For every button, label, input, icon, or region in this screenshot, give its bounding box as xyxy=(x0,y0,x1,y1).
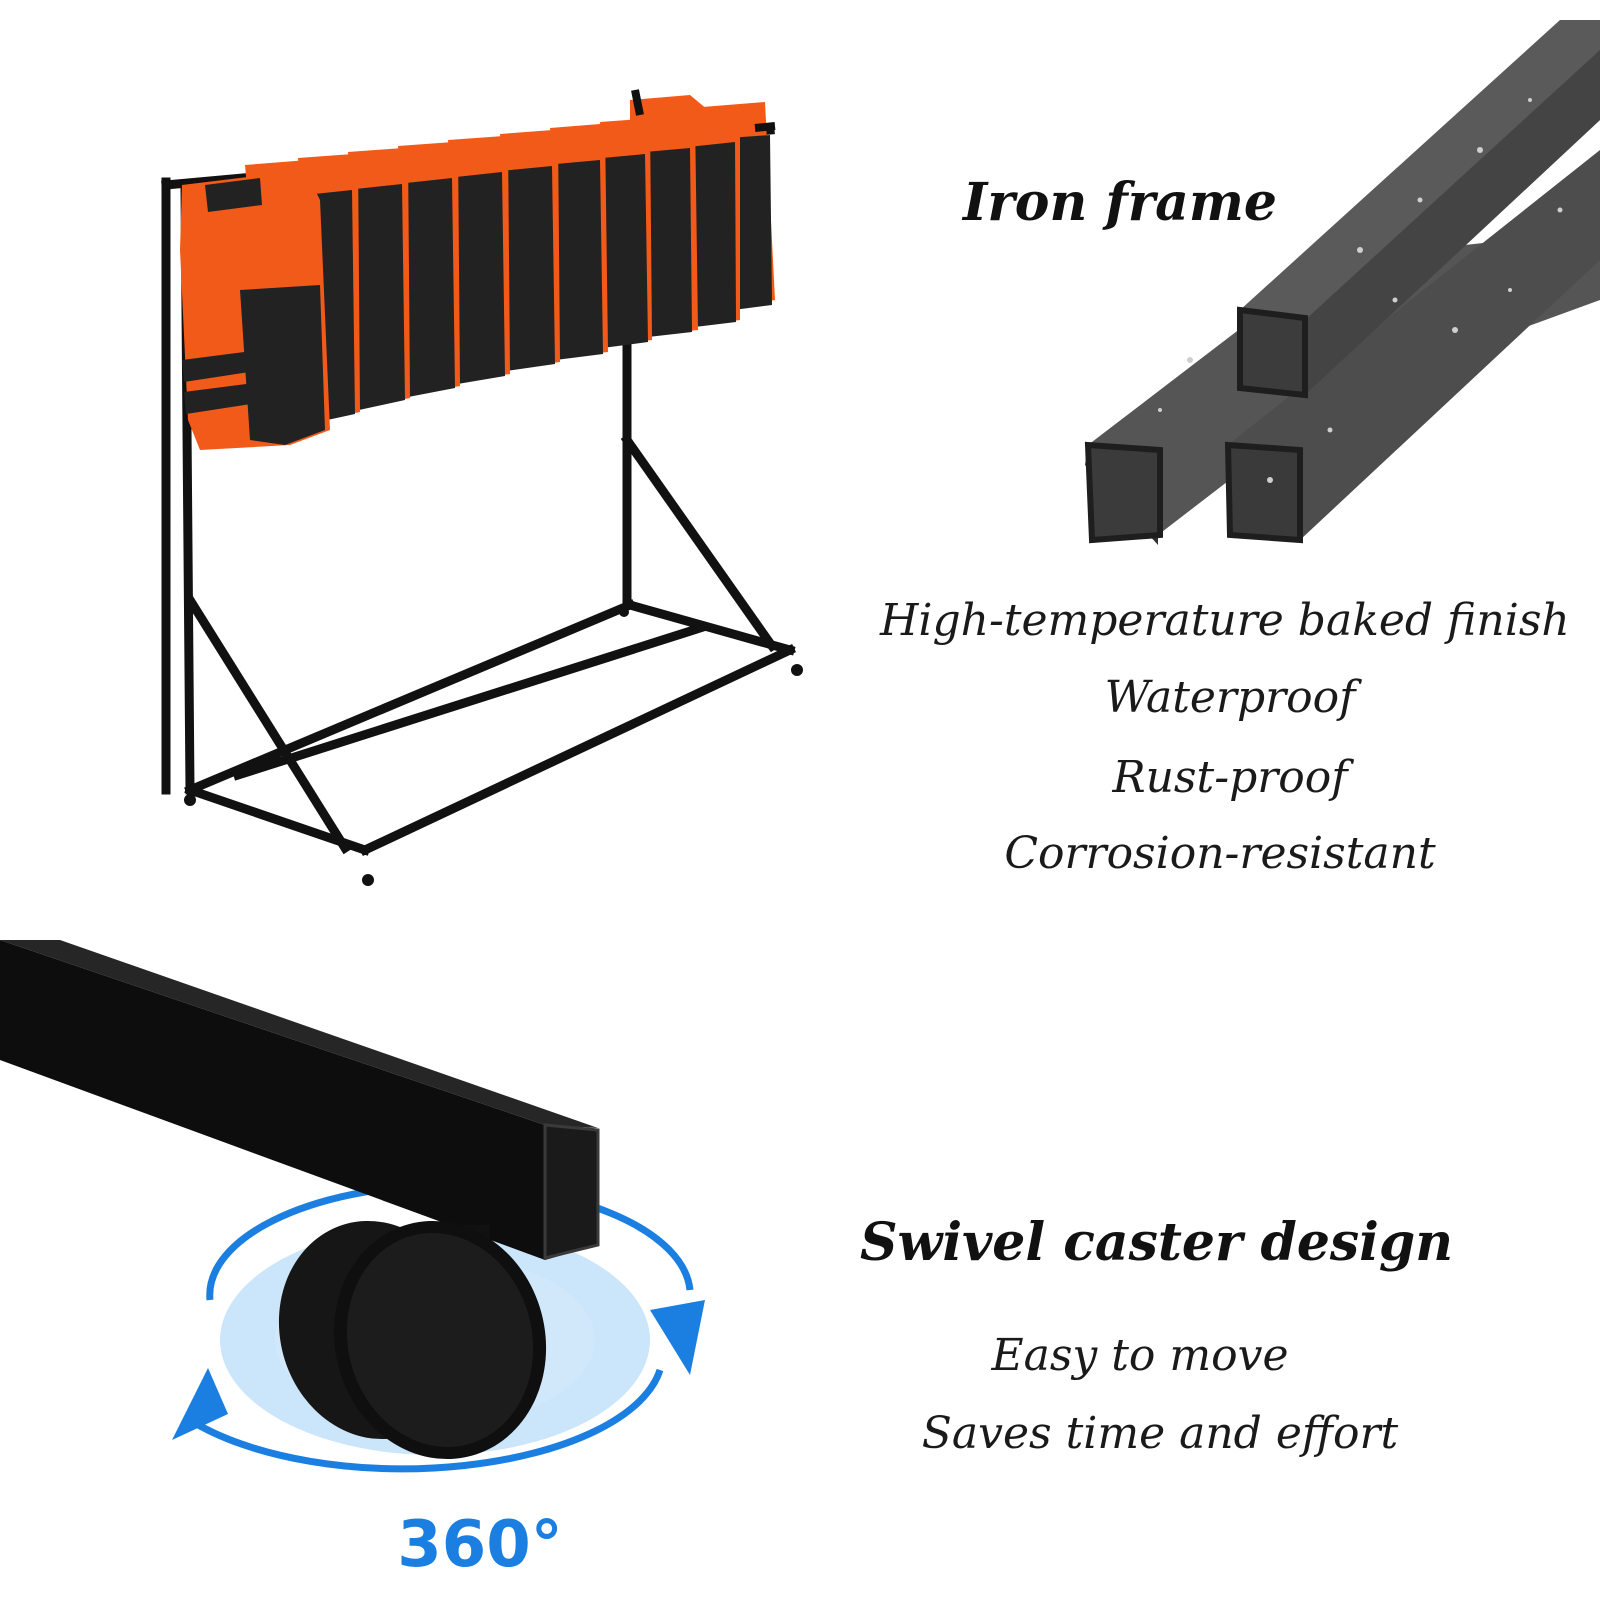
swivel-caster-image xyxy=(0,940,705,1473)
feature-rust-proof: Rust-proof xyxy=(1112,752,1348,803)
life-vest-rack-image xyxy=(161,89,803,886)
feature-waterproof: Waterproof xyxy=(1104,672,1356,723)
feature-saves-time: Saves time and effort xyxy=(921,1408,1399,1459)
rotation-label: 360° xyxy=(397,1508,563,1582)
feature-corrosion-resistant: Corrosion-resistant xyxy=(1004,828,1436,879)
feature-easy-to-move: Easy to move xyxy=(991,1330,1289,1381)
iron-frame-heading: Iron frame xyxy=(963,172,1277,233)
square-iron-tubes-image xyxy=(1084,20,1600,545)
swivel-caster-heading: Swivel caster design xyxy=(860,1212,1454,1273)
feature-baked-finish: High-temperature baked finish xyxy=(880,595,1570,646)
